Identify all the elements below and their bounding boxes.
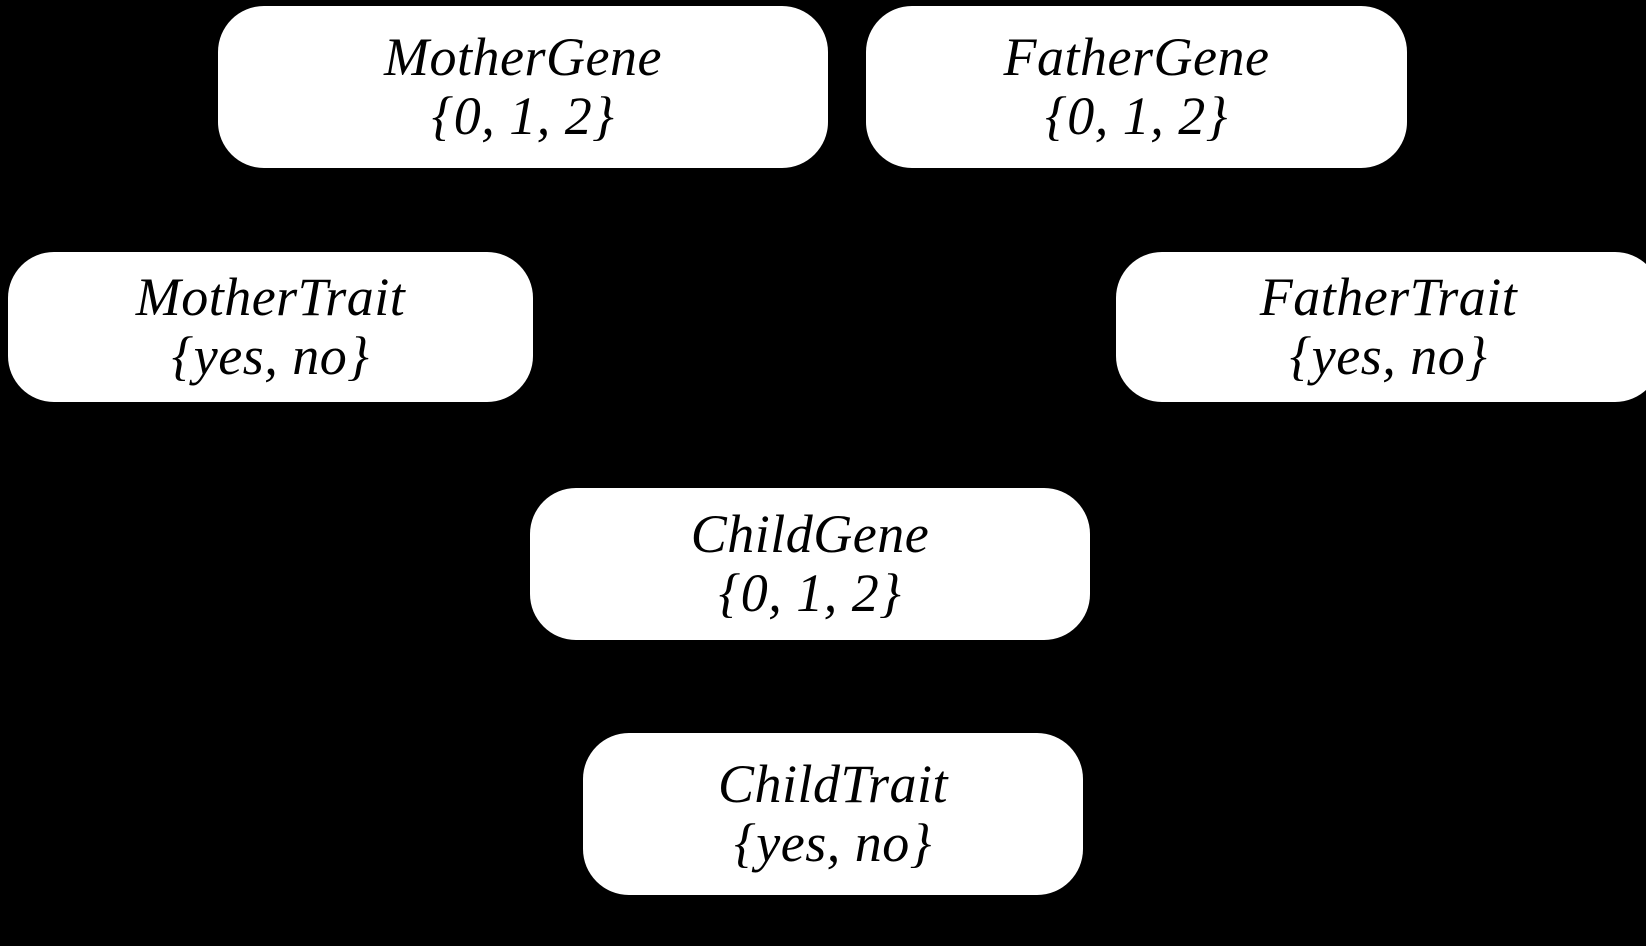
node-child-gene-label: ChildGene: [690, 503, 930, 564]
node-father-trait[interactable]: FatherTrait {yes, no}: [1116, 252, 1646, 402]
node-child-gene-domain: {0, 1, 2}: [718, 563, 902, 623]
node-mother-gene-domain: {0, 1, 2}: [431, 86, 615, 146]
node-father-trait-label: FatherTrait: [1259, 266, 1518, 327]
node-father-gene-label: FatherGene: [1003, 26, 1270, 87]
node-mother-gene[interactable]: MotherGene {0, 1, 2}: [218, 6, 828, 168]
node-mother-gene-label: MotherGene: [384, 26, 662, 87]
node-mother-trait[interactable]: MotherTrait {yes, no}: [8, 252, 533, 402]
node-father-gene-domain: {0, 1, 2}: [1045, 86, 1228, 146]
node-mother-trait-label: MotherTrait: [135, 266, 406, 327]
node-child-trait-label: ChildTrait: [717, 753, 949, 814]
node-mother-trait-domain: {yes, no}: [171, 326, 370, 386]
node-child-gene[interactable]: ChildGene {0, 1, 2}: [530, 488, 1090, 640]
node-child-trait-domain: {yes, no}: [734, 813, 932, 873]
node-father-gene[interactable]: FatherGene {0, 1, 2}: [866, 6, 1407, 168]
node-father-trait-domain: {yes, no}: [1289, 326, 1488, 386]
node-child-trait[interactable]: ChildTrait {yes, no}: [583, 733, 1083, 895]
